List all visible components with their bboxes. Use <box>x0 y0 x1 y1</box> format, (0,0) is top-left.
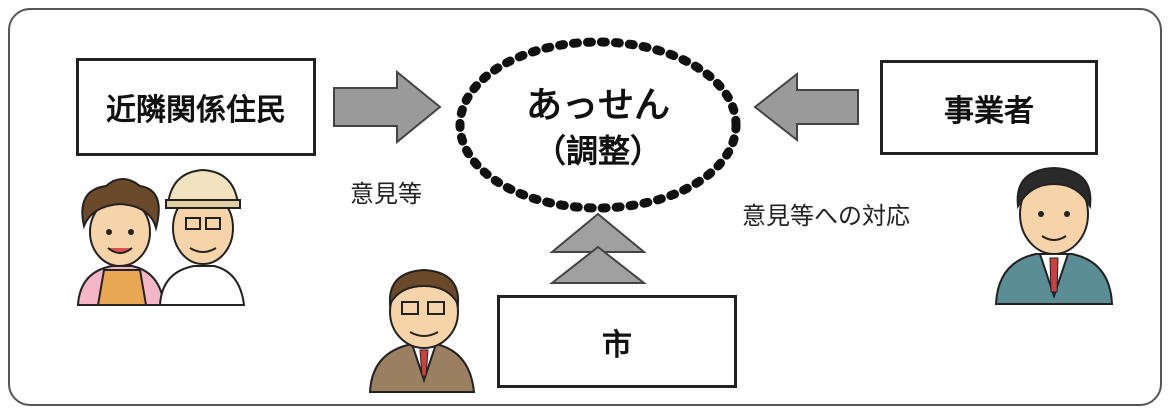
business-person-illustration-icon <box>994 166 1114 305</box>
left-arrow-business <box>753 71 859 143</box>
mediation-title: あっせん <box>525 85 670 126</box>
right-arrow-left-residents <box>333 69 442 145</box>
business-box-label: 事業者 <box>944 93 1034 129</box>
up-arrow-bottom <box>549 245 647 284</box>
city-box-label: 市 <box>602 327 632 363</box>
residents-illustration-icon <box>76 168 246 306</box>
residents-box-label: 近隣関係住民 <box>106 93 286 128</box>
opinions-label: 意見等 <box>350 180 422 208</box>
mediation-subtitle: （調整） <box>533 132 662 170</box>
center-dotted-ellipse <box>455 37 741 213</box>
city-official-illustration-icon <box>368 268 476 393</box>
city-box: 市 <box>497 295 737 388</box>
residents-box: 近隣関係住民 <box>76 58 316 156</box>
business-box: 事業者 <box>880 60 1098 155</box>
response-label: 意見等への対応 <box>742 202 910 230</box>
